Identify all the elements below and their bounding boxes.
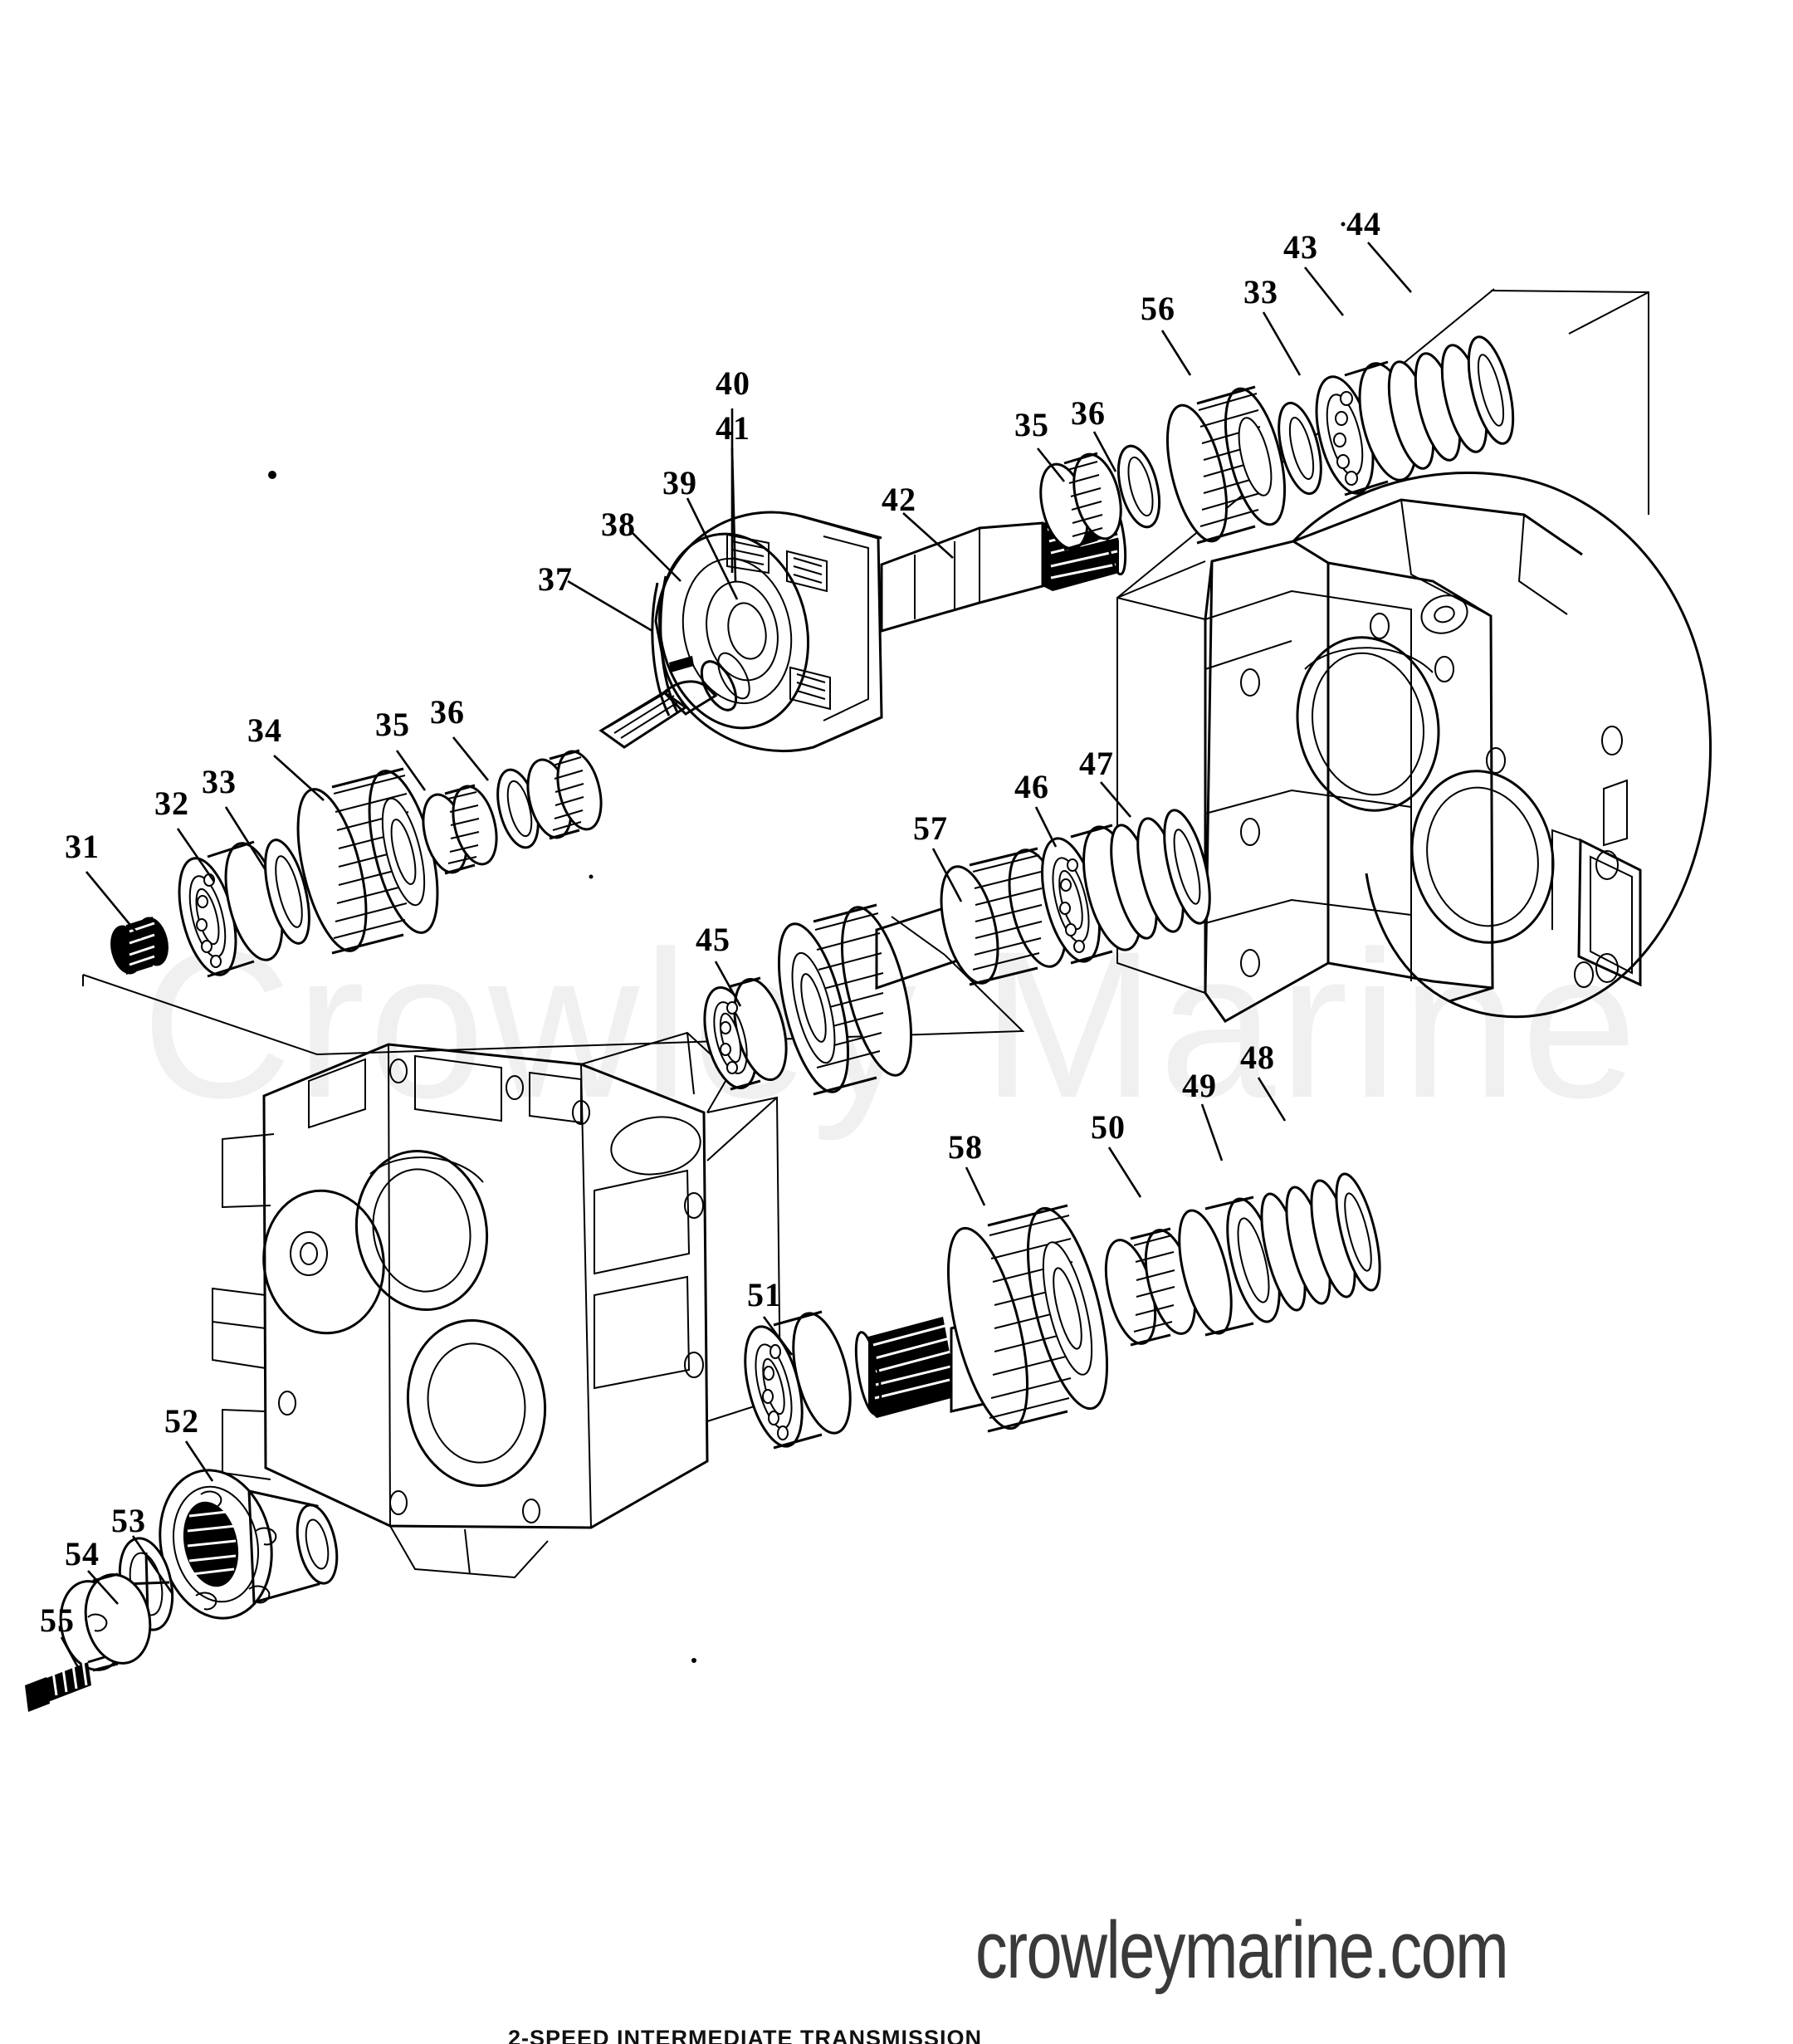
callout-number-49[interactable]: 49 [1182, 1067, 1217, 1104]
callout-number-58[interactable]: 58 [948, 1128, 983, 1166]
leader-line-52 [184, 1440, 214, 1482]
leader-line-57 [931, 848, 963, 902]
callout-number-47[interactable]: 47 [1079, 745, 1114, 782]
leader-line-35 [395, 750, 427, 791]
leader-line-44 [1367, 242, 1412, 293]
callout-number-34[interactable]: 34 [247, 711, 282, 749]
leader-line-53 [131, 1535, 174, 1595]
leader-line-51 [762, 1316, 794, 1356]
leader-line-38 [630, 531, 682, 582]
countershaft-assembly [703, 809, 1211, 1096]
callout-number-57[interactable]: 57 [913, 809, 948, 847]
callout-number-35[interactable]: 35 [1014, 406, 1049, 443]
housing-casting-lower [212, 1031, 782, 1579]
callout-number-46[interactable]: 46 [1014, 768, 1049, 805]
callout-number-42[interactable]: 42 [882, 481, 916, 518]
leader-line-47 [1100, 781, 1131, 818]
callout-number-53[interactable]: 53 [111, 1502, 146, 1539]
leader-line-37 [567, 579, 653, 633]
callout-number-43[interactable]: 43 [1283, 228, 1318, 266]
diagram-caption: 2-SPEED INTERMEDIATE TRANSMISSION [508, 2026, 1255, 2044]
planetary-carrier-assembly [598, 500, 1127, 752]
callout-number-33[interactable]: 33 [202, 763, 237, 800]
leader-line-45 [714, 961, 742, 1007]
leader-line-55 [60, 1636, 81, 1671]
crowleymarine-logo[interactable]: crowleymarine.com [975, 1905, 1509, 1995]
callout-number-39[interactable]: 39 [662, 464, 697, 501]
leader-line-58 [965, 1166, 986, 1206]
leader-line-50 [1107, 1147, 1142, 1198]
leader-line-48 [1257, 1077, 1287, 1122]
leader-line-31 [85, 871, 143, 939]
output-flange-assembly [25, 1469, 339, 1712]
callout-number-54[interactable]: 54 [65, 1535, 100, 1572]
leader-line-32 [176, 828, 216, 883]
callout-number-37[interactable]: 37 [538, 560, 573, 598]
callout-number-50[interactable]: 50 [1091, 1108, 1126, 1146]
output-gear-shaft-assembly [744, 1172, 1381, 1450]
callout-number-31[interactable]: 31 [65, 828, 100, 865]
callout-number-41[interactable]: 41 [716, 409, 750, 447]
leader-line-33 [224, 806, 267, 871]
diagram-caption-text: 2-SPEED INTERMEDIATE TRANSMISSION [508, 2026, 983, 2044]
callout-number-52[interactable]: 52 [164, 1402, 199, 1440]
housing-casting-upper [1116, 290, 1712, 1023]
leader-line-54 [87, 1570, 119, 1605]
leader-line-36 [1092, 431, 1117, 472]
leader-line-49 [1200, 1103, 1224, 1161]
callout-number-40[interactable]: 40 [716, 364, 750, 402]
callout-number-38[interactable]: 38 [601, 506, 636, 543]
leader-line-36 [452, 736, 490, 781]
callout-number-36[interactable]: 36 [430, 693, 465, 731]
leader-line-43 [1303, 267, 1345, 316]
leader-line-34 [273, 755, 325, 801]
scan-artifacts [268, 222, 1346, 1663]
leader-line-56 [1160, 330, 1192, 376]
callout-leader-lines [60, 242, 1412, 1671]
leader-line-35 [1036, 447, 1066, 482]
leader-line-42 [902, 512, 954, 559]
callout-number-44[interactable]: 44 [1346, 205, 1381, 242]
callout-number-35[interactable]: 35 [375, 706, 410, 743]
callout-number-32[interactable]: 32 [154, 785, 189, 822]
callout-number-55[interactable]: 55 [40, 1601, 75, 1639]
callout-number-33[interactable]: 33 [1243, 273, 1278, 311]
callout-number-51[interactable]: 51 [747, 1276, 782, 1313]
callout-number-56[interactable]: 56 [1141, 290, 1175, 327]
callout-number-45[interactable]: 45 [696, 921, 730, 958]
leader-line-41 [730, 447, 737, 582]
left-gear-bearing-stack [110, 749, 603, 978]
leader-line-39 [686, 497, 739, 600]
upper-gear-bearing-stack [1039, 335, 1515, 551]
leader-line-33 [1262, 311, 1302, 376]
callout-number-48[interactable]: 48 [1240, 1039, 1275, 1076]
leader-line-46 [1034, 806, 1058, 848]
callout-number-36[interactable]: 36 [1071, 394, 1106, 432]
